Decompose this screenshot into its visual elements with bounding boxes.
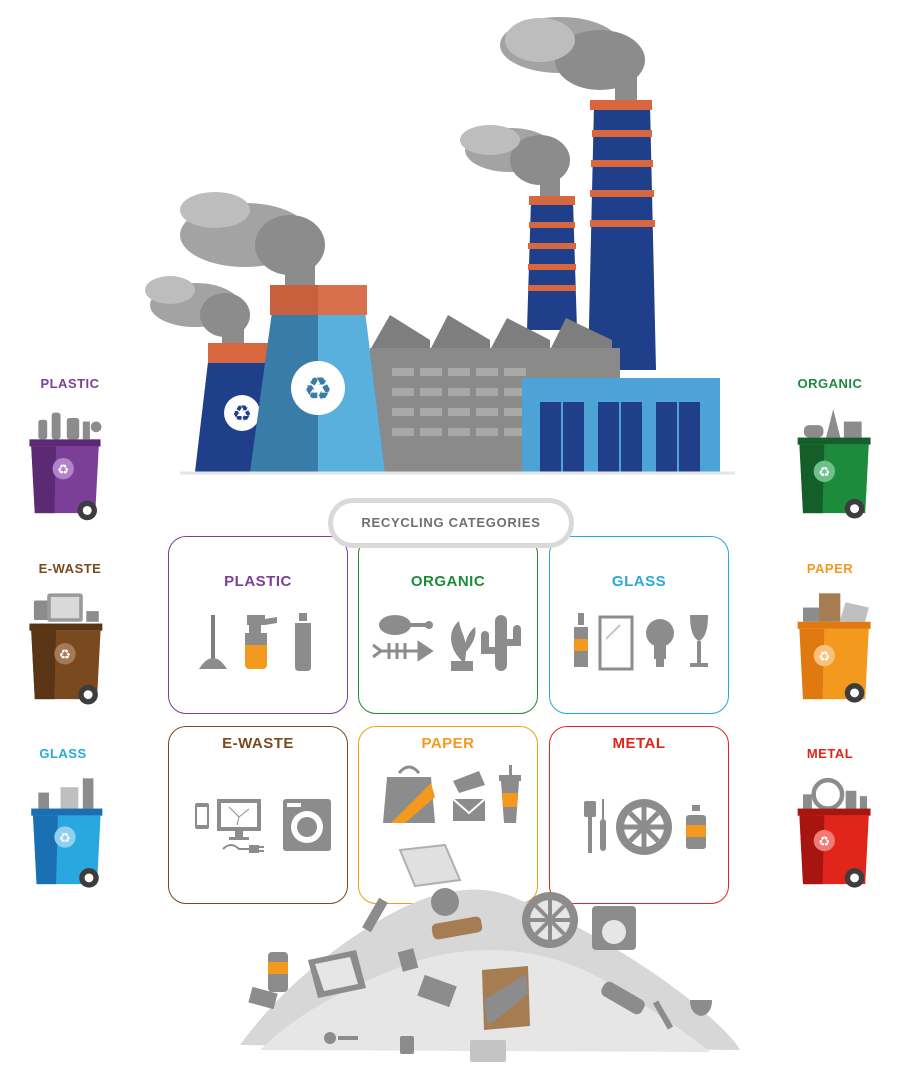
shopping-bag-icon (383, 765, 435, 823)
bin-label-organic: ORGANIC (797, 376, 863, 391)
category-card-e-waste: E-WASTE (168, 726, 348, 904)
washing-machine-icon (283, 799, 331, 851)
glass-items-icons (574, 613, 708, 671)
category-title: PAPER (421, 735, 475, 752)
wine-glass-icon (690, 615, 708, 667)
warehouse (522, 378, 720, 472)
recycling-categories-heading: RECYCLING CATEGORIES (328, 498, 574, 548)
paper-bin: ♻ (797, 593, 871, 703)
svg-text:♻: ♻ (59, 831, 71, 846)
bin-label-e-waste: E-WASTE (38, 561, 102, 576)
envelope-icon (452, 798, 486, 821)
category-title: GLASS (611, 573, 667, 590)
category-card-plastic: PLASTIC (168, 536, 348, 714)
light-bulb-icon (646, 619, 674, 667)
glass-bottle-icon (574, 613, 588, 667)
plug-icon (222, 844, 264, 853)
svg-text:♻: ♻ (57, 463, 69, 478)
e-waste-bin: ♻ (29, 593, 103, 705)
spatula-icon (584, 801, 596, 853)
screwdriver-icon (600, 799, 606, 851)
plunger-icon (199, 615, 227, 669)
category-title: METAL (612, 735, 666, 752)
e-waste-items-icons (195, 799, 331, 853)
category-card-metal: METAL (549, 726, 729, 904)
organic-bin: ♻ (797, 409, 871, 519)
newspaper-icon (453, 771, 485, 793)
plastic-bottle-icon (295, 613, 311, 671)
plant-icon (451, 621, 476, 671)
short-chimney (527, 196, 577, 330)
svg-text:♻: ♻ (304, 370, 333, 408)
factory-illustration: ♻ ♻ (145, 17, 735, 475)
plastic-items-icons (199, 613, 311, 671)
metal-items-icons (584, 799, 706, 855)
category-card-glass: GLASS (549, 536, 729, 714)
mirror-icon (598, 615, 634, 671)
category-title: E-WASTE (222, 735, 294, 752)
svg-text:♻: ♻ (818, 835, 830, 850)
svg-text:♻: ♻ (232, 402, 252, 427)
metal-bin: ♻ (797, 777, 871, 888)
plastic-bin: ♻ (29, 412, 102, 521)
cooling-tower-small: ♻ (195, 343, 270, 472)
phone-icon (195, 803, 209, 829)
drumstick-icon (379, 615, 433, 635)
glass-bin: ♻ (31, 778, 103, 888)
bin-label-metal: METAL (806, 746, 854, 761)
category-title: PLASTIC (224, 573, 292, 590)
paper-items-icons (383, 765, 521, 823)
can-icon (686, 805, 706, 849)
cooling-tower-large: ♻ (250, 285, 385, 472)
spray-bottle-icon (245, 615, 277, 669)
bin-label-paper: PAPER (806, 561, 854, 576)
bin-label-glass: GLASS (39, 746, 87, 761)
cactus-icon (481, 615, 521, 671)
waste-pile-illustration (240, 843, 740, 1062)
svg-text:♻: ♻ (59, 648, 71, 663)
smoke-clouds (145, 17, 645, 345)
svg-text:♻: ♻ (818, 466, 830, 481)
tall-chimney (588, 100, 656, 370)
wheel-rim-icon (616, 799, 672, 855)
paper-cup-icon (499, 765, 521, 823)
svg-text:♻: ♻ (818, 650, 830, 665)
category-title: ORGANIC (410, 573, 486, 590)
bin-label-plastic: PLASTIC (40, 376, 100, 391)
category-card-organic: ORGANIC (358, 536, 538, 714)
fishbone-icon (372, 640, 434, 662)
monitor-icon (217, 799, 261, 840)
organic-items-icons (372, 615, 521, 671)
